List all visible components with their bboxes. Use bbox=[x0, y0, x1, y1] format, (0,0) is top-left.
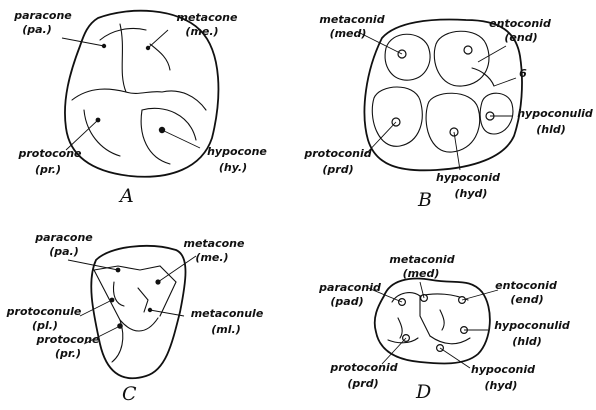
d-hypoconulid-abbr: (hld) bbox=[500, 336, 554, 348]
a-protocone-label: protocone bbox=[10, 148, 90, 160]
b-protoconid-abbr: (prd) bbox=[312, 164, 364, 176]
entoconid-cusp bbox=[464, 46, 472, 54]
b-entoconid-abbr: (end) bbox=[494, 32, 548, 44]
c-metacone-abbr: (me.) bbox=[184, 252, 240, 264]
d-paraconid-label: paraconid bbox=[308, 282, 392, 294]
b-hypoconid-abbr: (hyd) bbox=[446, 188, 496, 200]
a-paracone-abbr: (pa.) bbox=[10, 24, 64, 36]
a-protocone-abbr: (pr.) bbox=[20, 164, 76, 176]
c-protoconule-label: protoconule bbox=[0, 306, 88, 318]
d-paraconid-abbr: (pad) bbox=[320, 296, 374, 308]
d-protoconid-abbr: (prd) bbox=[336, 378, 390, 390]
figure-letter-a: A bbox=[120, 186, 134, 206]
a-hypocone-label: hypocone bbox=[196, 146, 278, 158]
b-protoconid-label: protoconid bbox=[296, 148, 380, 160]
b-metaconid-label: metaconid bbox=[312, 14, 392, 26]
b-hypoconid-label: hypoconid bbox=[428, 172, 508, 184]
b-hypoconulid-abbr: (hld) bbox=[526, 124, 576, 136]
d-hypoconid-label: hypoconid bbox=[462, 364, 544, 376]
a-hypocone-abbr: (hy.) bbox=[208, 162, 258, 174]
c-protoconule-abbr: (pl.) bbox=[20, 320, 70, 332]
c-paracone-label: paracone bbox=[24, 232, 104, 244]
b-hypoconulid-label: hypoconulid bbox=[514, 108, 596, 120]
d-hypoconid-abbr: (hyd) bbox=[474, 380, 528, 392]
figure-letter-c: C bbox=[122, 384, 137, 404]
c-paracone-abbr: (pa.) bbox=[36, 246, 92, 258]
figure-letter-b: B bbox=[418, 190, 432, 210]
b-marker-6: 6 bbox=[516, 68, 530, 80]
d-entoconid-label: entoconid bbox=[486, 280, 566, 292]
b-entoconid-label: entoconid bbox=[480, 18, 560, 30]
c-metaconule-abbr: (ml.) bbox=[198, 324, 254, 336]
d-protoconid-label: protoconid bbox=[322, 362, 406, 374]
figure-letter-d: D bbox=[416, 382, 431, 402]
a-metacone-label: metacone bbox=[170, 12, 244, 24]
c-protocone-label: protocone bbox=[28, 334, 108, 346]
c-metacone-label: metacone bbox=[174, 238, 254, 250]
d-entoconid-abbr: (end) bbox=[500, 294, 554, 306]
a-metacone-abbr: (me.) bbox=[172, 26, 232, 38]
d-hypoconulid-label: hypoconulid bbox=[488, 320, 576, 332]
d-metaconid-label: metaconid bbox=[380, 254, 464, 266]
b-metaconid-abbr: (med) bbox=[320, 28, 376, 40]
c-protocone-abbr: (pr.) bbox=[40, 348, 96, 360]
c-metaconule-label: metaconule bbox=[184, 308, 270, 320]
a-paracone-label: paracone bbox=[8, 10, 78, 22]
d-metaconid-abbr: (med) bbox=[394, 268, 448, 280]
